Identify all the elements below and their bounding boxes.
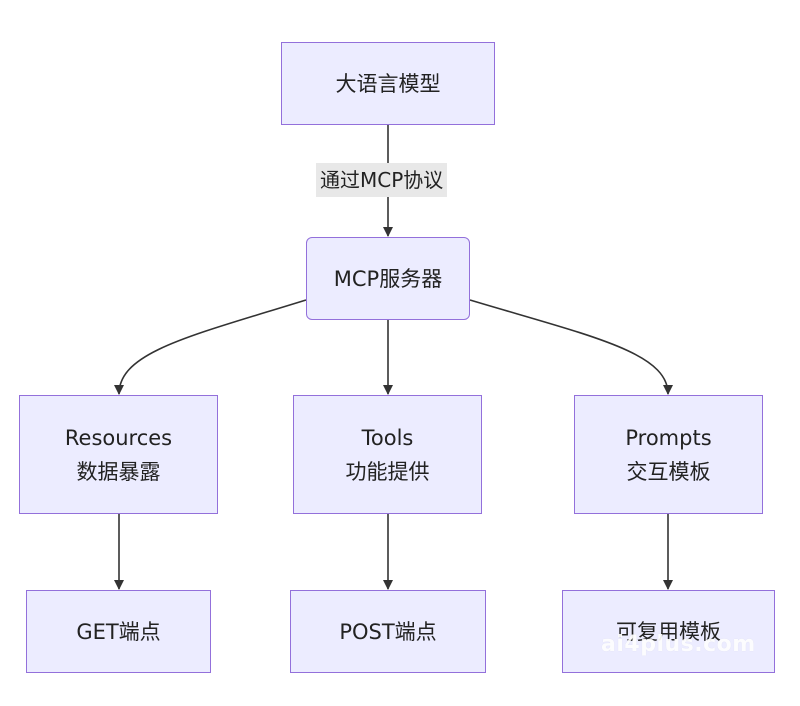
node-tools-subtitle: 功能提供 bbox=[345, 459, 430, 484]
watermark: ai4plus.com bbox=[601, 632, 756, 657]
node-llm-label: 大语言模型 bbox=[335, 71, 441, 96]
edge-server-to-resources bbox=[114, 299, 307, 395]
edge-server-to-prompts bbox=[469, 299, 673, 395]
node-prompts: Prompts 交互模板 bbox=[574, 395, 763, 514]
node-prompts-subtitle: 交互模板 bbox=[626, 459, 711, 484]
node-get-endpoint-label: GET端点 bbox=[76, 619, 161, 644]
node-llm: 大语言模型 bbox=[281, 42, 495, 125]
node-mcp-server: MCP服务器 bbox=[306, 237, 470, 320]
node-resources: Resources 数据暴露 bbox=[19, 395, 218, 514]
node-post-endpoint: POST端点 bbox=[290, 590, 486, 673]
node-post-endpoint-label: POST端点 bbox=[339, 619, 437, 644]
node-resources-title: Resources bbox=[64, 425, 173, 450]
node-reusable-templates-label: 可复用模板 bbox=[616, 619, 721, 644]
node-prompts-title: Prompts bbox=[625, 425, 712, 450]
node-tools-title: Tools bbox=[361, 425, 414, 450]
node-resources-subtitle: 数据暴露 bbox=[76, 459, 161, 484]
edge-label-mcp-protocol: 通过MCP协议 bbox=[316, 163, 448, 197]
node-get-endpoint: GET端点 bbox=[26, 590, 211, 673]
node-tools: Tools 功能提供 bbox=[293, 395, 482, 514]
node-mcp-server-label: MCP服务器 bbox=[333, 266, 443, 291]
node-reusable-templates: 可复用模板 bbox=[562, 590, 775, 673]
